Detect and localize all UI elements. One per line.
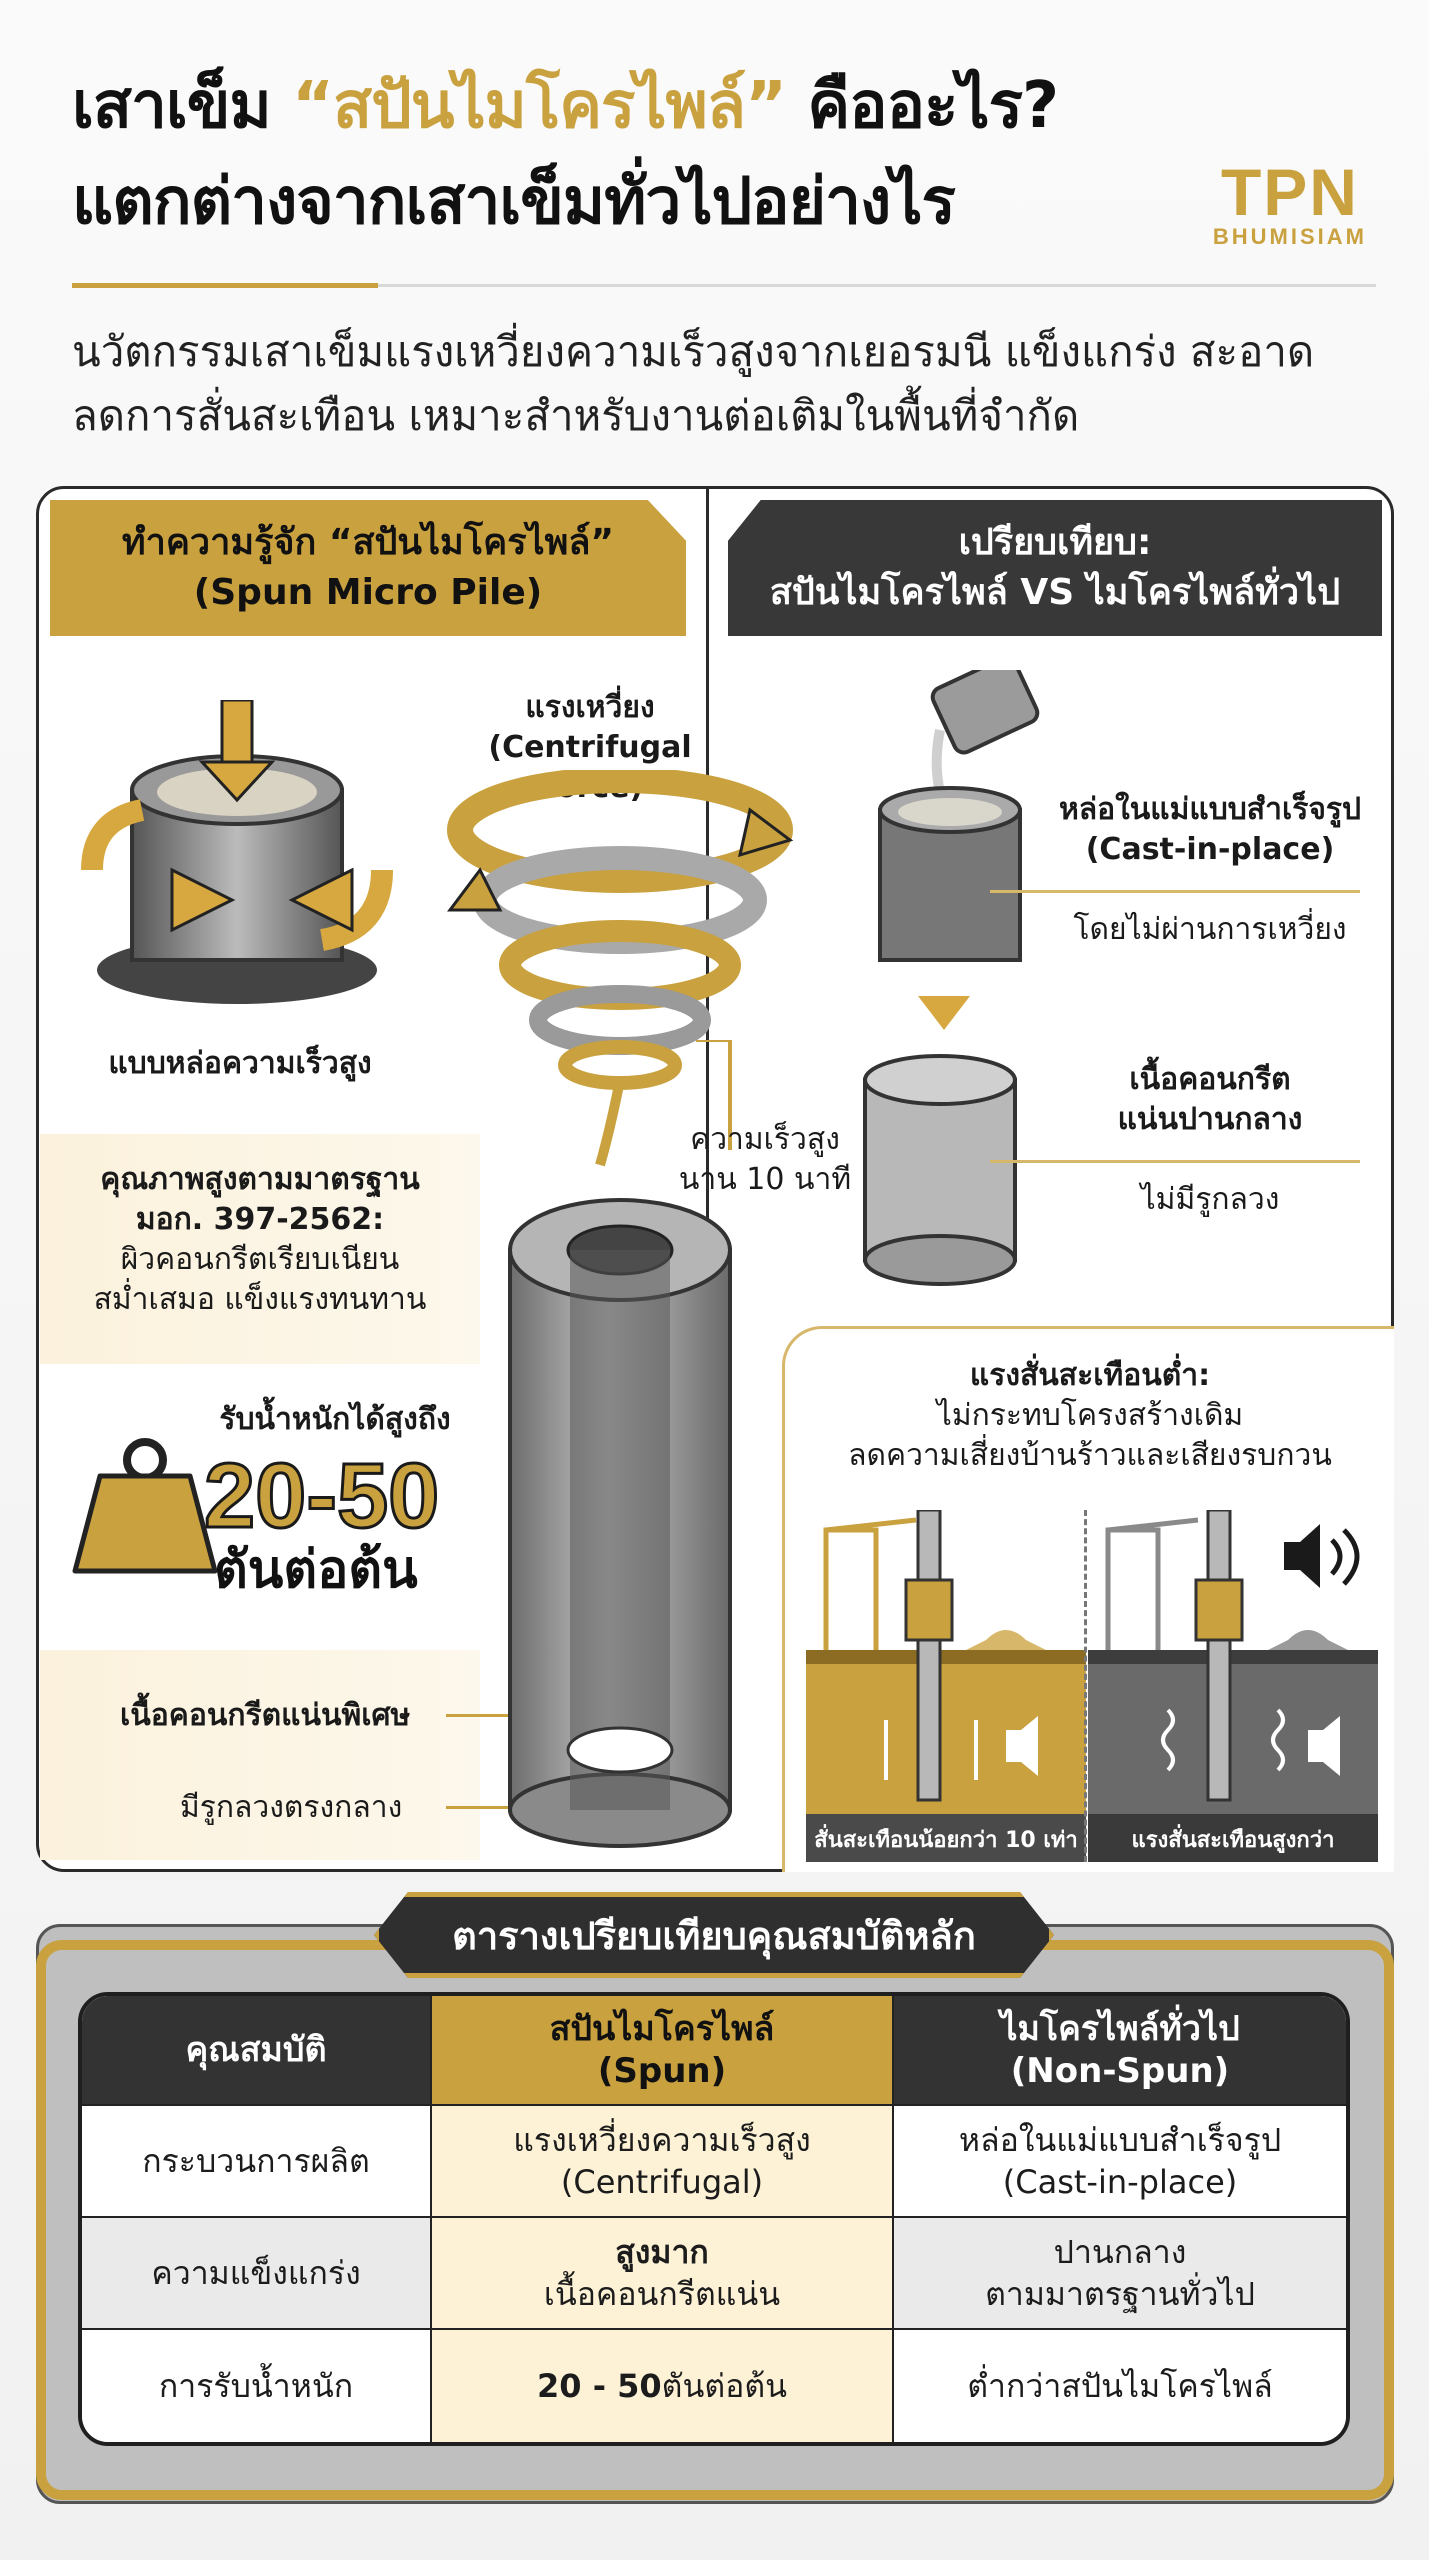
table-row-3-non-spun: ต่ำกว่าสปันไมโครไพล์ <box>894 2330 1346 2442</box>
brand-logo: TPN BHUMISIAM <box>1212 155 1367 250</box>
cast-note: โดยไม่ผ่านการเหวี่ยง <box>1073 912 1347 947</box>
table-header-non-spun: ไมโครไพล์ทั่วไป(Non-Spun) <box>894 1996 1346 2106</box>
weight-icon <box>72 1438 218 1574</box>
concrete-leader-line <box>990 1160 1360 1163</box>
table-row-1-non-spun: หล่อในแม่แบบสำเร็จรูป(Cast-in-place) <box>894 2106 1346 2218</box>
high-vibration-caption: แรงสั่นสะเทือนสูงกว่า <box>1131 1827 1335 1853</box>
logo-subtext: BHUMISIAM <box>1212 224 1367 249</box>
table-row-1-property: กระบวนการผลิต <box>82 2106 432 2218</box>
cast-label: หล่อในแม่แบบสำเร็จรูป (Cast-in-place) <box>1058 792 1362 867</box>
vibration-divider <box>1084 1510 1087 1862</box>
panel-divider <box>706 486 709 1326</box>
speed-leader-line <box>696 1040 732 1150</box>
quality-box <box>40 1134 480 1364</box>
header-divider <box>72 284 1376 287</box>
table-row-2-spun: สูงมากเนื้อคอนกรีตแน่น <box>432 2218 894 2330</box>
low-vibration-caption: สั่นสะเทือนน้อยกว่า 10 เท่า <box>814 1827 1078 1853</box>
load-value: 20-50 <box>202 1445 440 1547</box>
table-row-1-spun: แรงเหวี่ยงความเร็วสูง(Centrifugal) <box>432 2106 894 2218</box>
low-vibration-illustration <box>806 1510 1086 1862</box>
density-label: เนื้อคอนกรีตแน่นพิเศษ <box>120 1698 411 1733</box>
spun-pile-icon <box>508 1198 732 1848</box>
cast-leader-line <box>990 890 1360 893</box>
page-title-line-2: แตกต่างจากเสาเข็มทั่วไปอย่างไร <box>72 165 956 239</box>
centrifugal-vortex-icon <box>447 770 794 1167</box>
high-vibration-illustration <box>1088 1510 1378 1862</box>
concrete-note: ไม่มีรูกลวง <box>1140 1182 1280 1217</box>
comparison-table: คุณสมบัติ สปันไมโครไพล์(Spun) ไมโครไพล์ท… <box>78 1992 1350 2446</box>
page-title-line-1: เสาเข็ม “สปันไมโครไพล์” คืออะไร? <box>72 69 1059 143</box>
vibration-text: แรงสั่นสะเทือนต่ำ: ไม่กระทบโครงสร้างเดิม… <box>848 1358 1332 1473</box>
density-leader-line <box>446 1714 542 1717</box>
table-row-3-property: การรับน้ำหนัก <box>82 2330 432 2442</box>
cast-in-place-mold-icon <box>878 670 1040 962</box>
load-unit: ตันต่อต้น <box>214 1540 418 1600</box>
density-box <box>40 1650 480 1860</box>
table-banner: ตารางเปรียบเทียบคุณสมบัติหลัก <box>374 1892 1054 1978</box>
table-row-2-non-spun: ปานกลางตามมาตรฐานทั่วไป <box>894 2218 1346 2330</box>
table-row-2-property: ความแข็งแกร่ง <box>82 2218 432 2330</box>
quality-text: คุณภาพสูงตามมาตรฐาน มอก. 397-2562: ผิวคอ… <box>93 1162 427 1317</box>
header-divider-accent <box>72 283 378 288</box>
down-arrow-icon <box>918 996 970 1030</box>
solid-concrete-cylinder-icon <box>863 1054 1017 1286</box>
hole-label: มีรูกลวงตรงกลาง <box>180 1790 403 1825</box>
left-panel-header: ทำความรู้จัก “สปันไมโครไพล์” (Spun Micro… <box>50 500 686 636</box>
hole-leader-line <box>446 1806 564 1809</box>
title-highlight: “สปันไมโครไพล์” <box>291 69 787 143</box>
table-header-spun: สปันไมโครไพล์(Spun) <box>432 1996 894 2106</box>
load-label: รับน้ำหนักได้สูงถึง <box>219 1402 451 1437</box>
subtitle: นวัตกรรมเสาเข็มแรงเหวี่ยงความเร็วสูงจากเ… <box>72 327 1315 440</box>
logo-wordmark: TPN <box>1220 155 1359 229</box>
spinning-mold-icon <box>81 700 393 1004</box>
table-row-3-spun: 20 - 50 ตันต่อต้น <box>432 2330 894 2442</box>
table-header-property: คุณสมบัติ <box>82 1996 432 2106</box>
right-panel-header: เปรียบเทียบ: สปันไมโครไพล์ VS ไมโครไพล์ท… <box>728 500 1382 636</box>
concrete-label: เนื้อคอนกรีต แน่นปานกลาง <box>1117 1062 1303 1137</box>
mold-label: แบบหล่อความเร็วสูง <box>108 1046 372 1081</box>
speed-label: ความเร็วสูง นาน 10 นาที <box>678 1122 852 1197</box>
